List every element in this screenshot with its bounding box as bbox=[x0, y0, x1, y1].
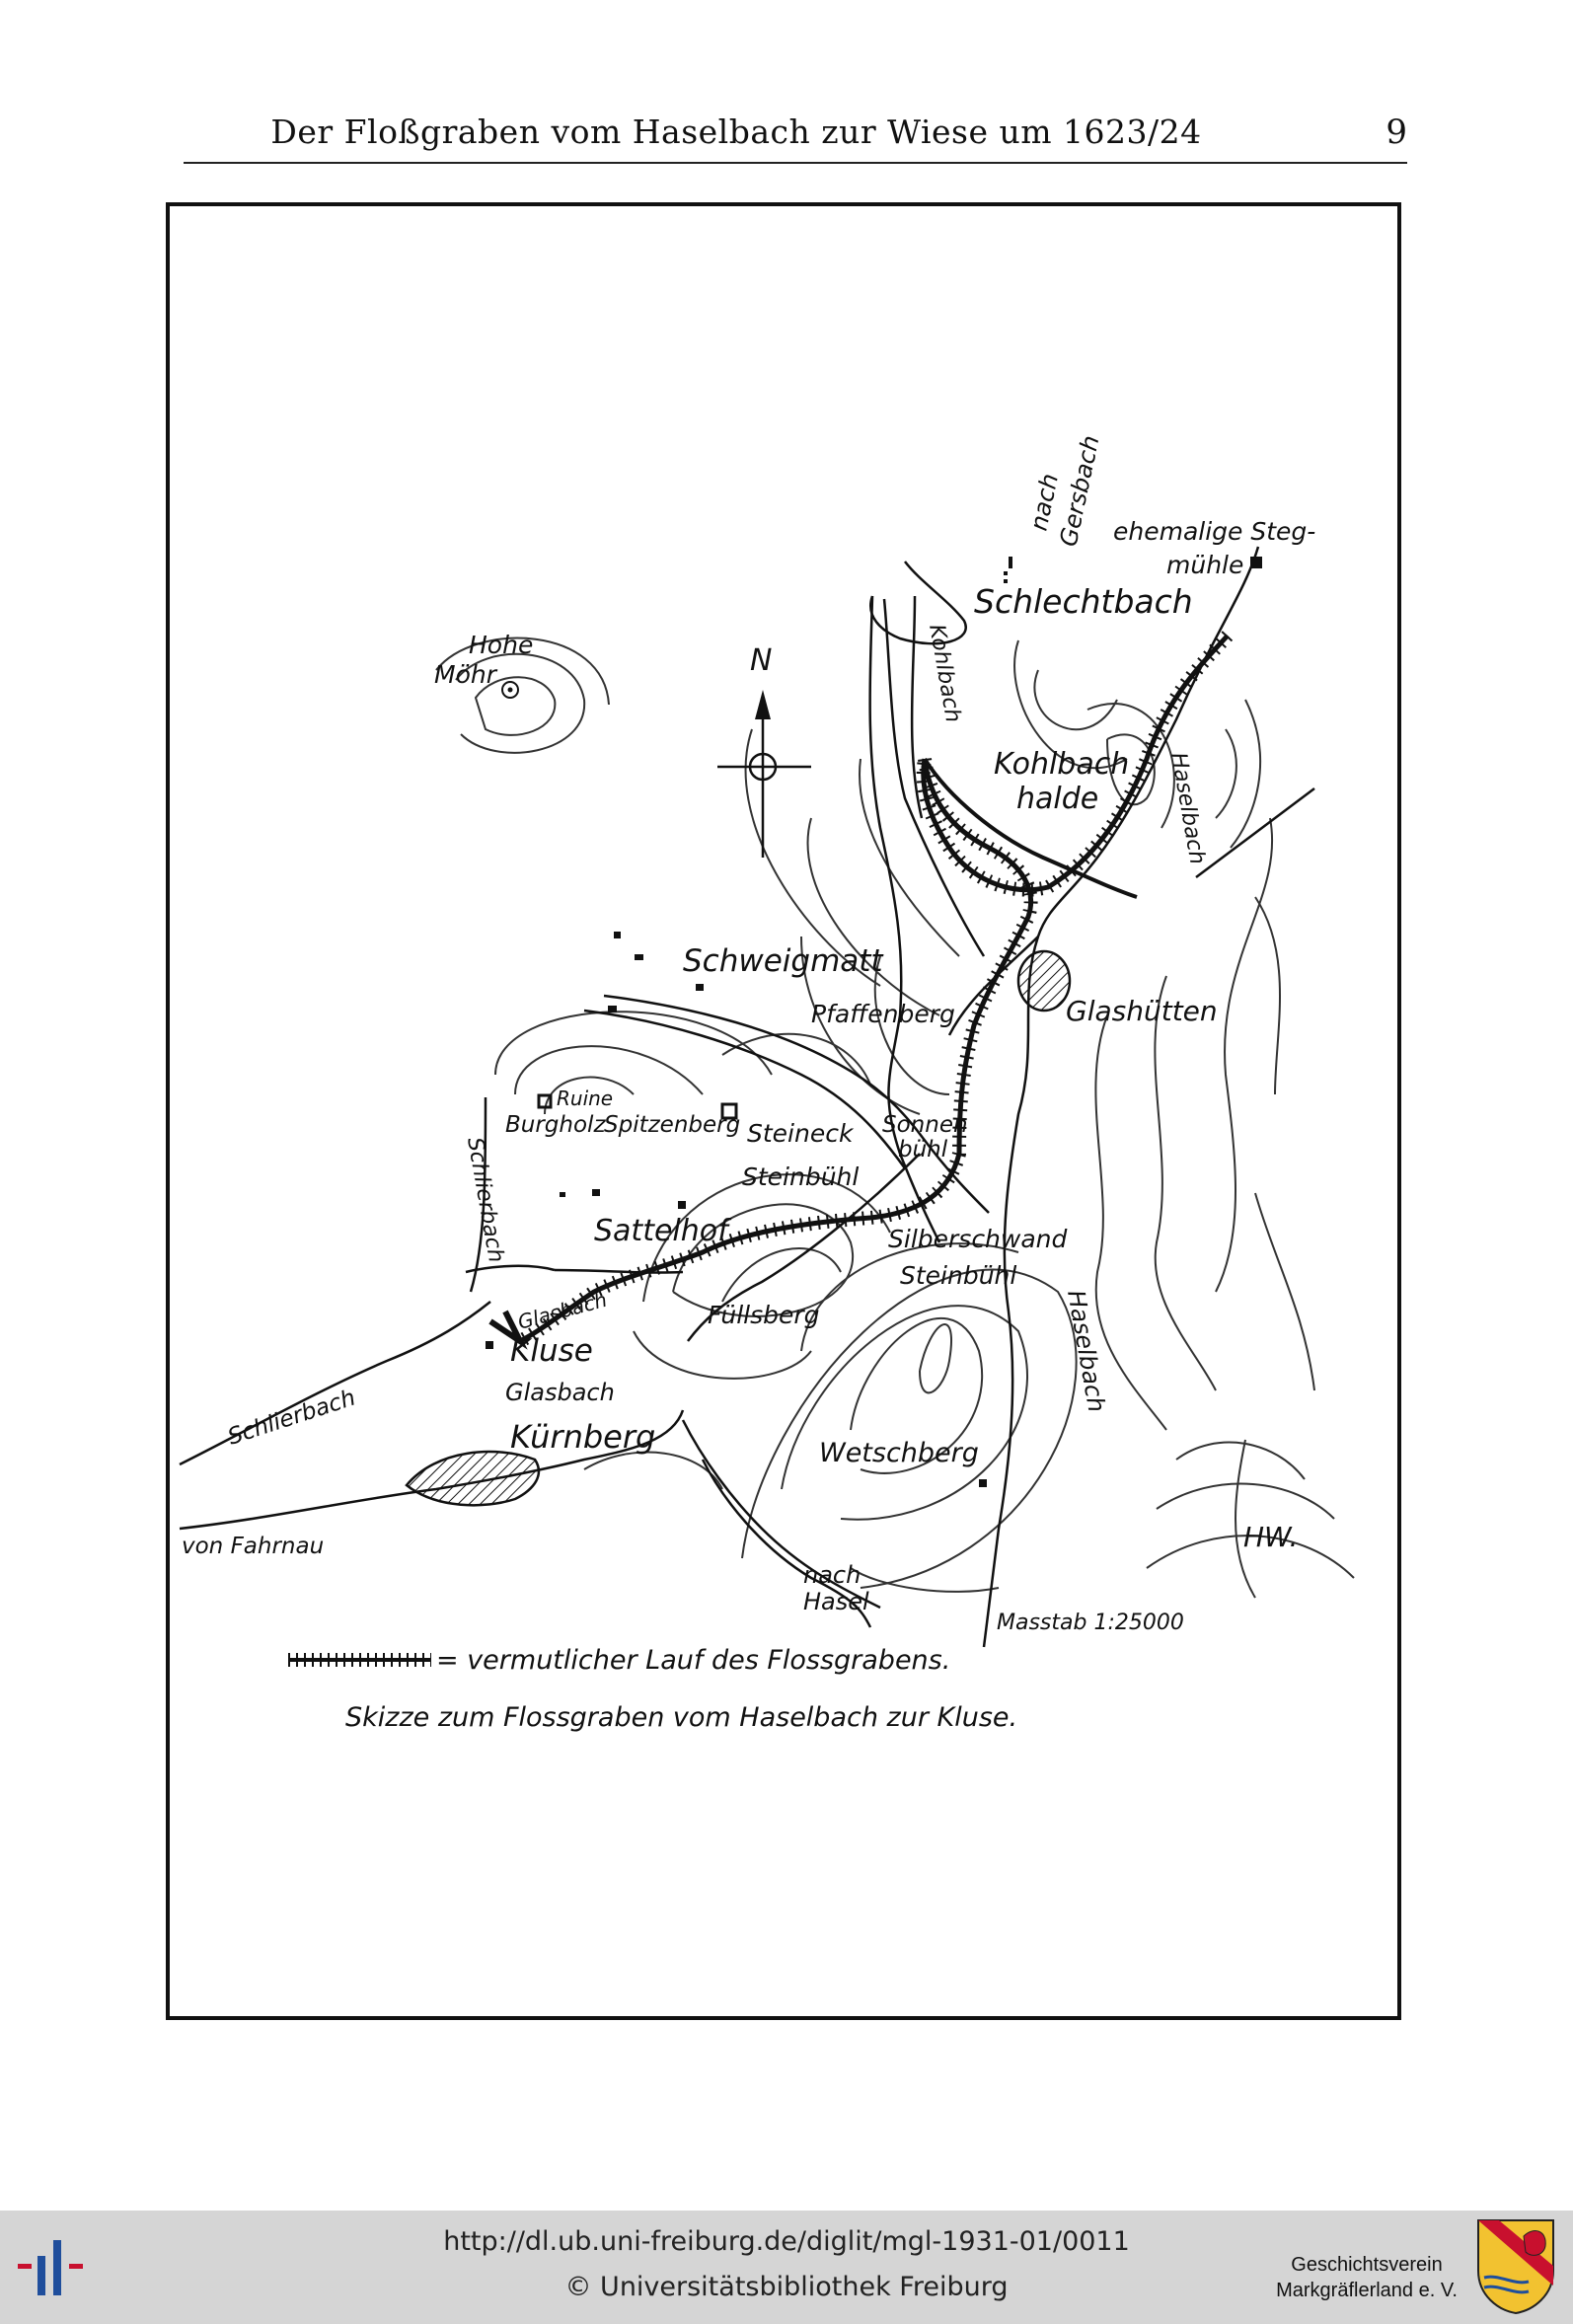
ub-freiburg-logo-icon bbox=[18, 2240, 83, 2295]
label-nach-hasel-2: Hasel bbox=[803, 1588, 869, 1615]
label-moehr: Möhr bbox=[434, 660, 498, 689]
label-kluse: Kluse bbox=[510, 1333, 593, 1369]
label-wetschberg: Wetschberg bbox=[819, 1438, 979, 1468]
hatched-settlements bbox=[405, 949, 1072, 1507]
page-header: Der Floßgraben vom Haselbach zur Wiese u… bbox=[184, 111, 1407, 164]
label-steinbuehl-1: Steinbühl bbox=[742, 1162, 859, 1191]
label-nach-gersbach-2: Gersbach bbox=[1054, 433, 1104, 549]
north-arrow-label: N bbox=[750, 643, 772, 678]
streams-and-roads bbox=[179, 546, 1315, 1648]
label-haselbach-top: Haselbach bbox=[1165, 751, 1210, 866]
coat-of-arms-icon bbox=[1477, 2219, 1554, 2315]
summit-marker bbox=[501, 681, 519, 699]
label-glasbach-2: Glasbach bbox=[505, 1379, 615, 1406]
label-stegmuehle-2: mühle bbox=[1166, 551, 1243, 579]
label-steineck: Steineck bbox=[747, 1119, 855, 1148]
label-hohe: Hohe bbox=[469, 631, 533, 659]
label-pfaffenberg: Pfaffenberg bbox=[811, 1000, 955, 1028]
label-sonnen: Sonnen bbox=[882, 1112, 968, 1138]
map-sketch: N nach Gersbach ehemalige Steg- mühle Sc… bbox=[179, 433, 1355, 1733]
label-schlierbach-vertical: Schlierbach bbox=[462, 1136, 508, 1265]
society-line-2: Markgräflerland e. V. bbox=[1276, 2280, 1458, 2301]
label-von-fahrnau: von Fahrnau bbox=[182, 1534, 324, 1559]
page-number: 9 bbox=[1386, 112, 1407, 152]
building-markers bbox=[486, 557, 1262, 1487]
society-line-1: Geschichtsverein bbox=[1291, 2254, 1443, 2276]
label-scale: Masstab 1:25000 bbox=[997, 1611, 1184, 1635]
label-glashuetten: Glashütten bbox=[1066, 995, 1218, 1027]
map-caption: Skizze zum Flossgraben vom Haselbach zur… bbox=[345, 1702, 1017, 1733]
label-nach-hasel-1: nach bbox=[803, 1561, 861, 1589]
footer-copyright: © Universitätsbibliothek Freiburg bbox=[564, 2272, 1009, 2302]
footer-url[interactable]: http://dl.ub.uni-freiburg.de/diglit/mgl-… bbox=[443, 2226, 1130, 2257]
label-haselbach-right: Haselbach bbox=[1062, 1288, 1110, 1414]
label-buehl: bühl bbox=[898, 1137, 948, 1162]
label-spitzenberg: Spitzenberg bbox=[604, 1112, 740, 1138]
label-author-initials: HW. bbox=[1243, 1521, 1298, 1553]
label-kohlbachhalde-2: halde bbox=[1016, 782, 1098, 816]
label-glasbach-1: Glasbach bbox=[515, 1288, 609, 1334]
label-burgholz: Burgholz bbox=[505, 1112, 606, 1138]
flossgraben-course bbox=[488, 631, 1234, 1350]
map-labels: nach Gersbach ehemalige Steg- mühle Schl… bbox=[182, 433, 1315, 1635]
label-ruine: Ruine bbox=[557, 1087, 613, 1110]
label-stegmuehle-1: ehemalige Steg- bbox=[1113, 517, 1315, 546]
label-schlechtbach: Schlechtbach bbox=[974, 582, 1193, 621]
label-kohlbachhalde-1: Kohlbach bbox=[994, 747, 1129, 782]
contour-lines bbox=[435, 637, 1355, 1599]
label-steinbuehl-2: Steinbühl bbox=[900, 1261, 1016, 1290]
north-arrow: N bbox=[717, 643, 811, 858]
label-sattelhof: Sattelhof bbox=[594, 1214, 732, 1248]
map-frame: N nach Gersbach ehemalige Steg- mühle Sc… bbox=[166, 202, 1401, 2020]
map-legend: = vermutlicher Lauf des Flossgrabens. bbox=[288, 1645, 950, 1676]
label-fuellsberg: Füllsberg bbox=[708, 1301, 820, 1329]
label-schlierbach-bottom: Schlierbach bbox=[225, 1386, 359, 1451]
running-title: Der Floßgraben vom Haselbach zur Wiese u… bbox=[270, 112, 1202, 151]
footer-bar: http://dl.ub.uni-freiburg.de/diglit/mgl-… bbox=[0, 2211, 1573, 2324]
legend-text: = vermutlicher Lauf des Flossgrabens. bbox=[436, 1645, 950, 1676]
label-schweigmatt: Schweigmatt bbox=[683, 943, 884, 979]
label-kuernberg: Kürnberg bbox=[510, 1418, 655, 1456]
label-silberschwand: Silberschwand bbox=[888, 1225, 1068, 1253]
society-name: Geschichtsverein Markgräflerland e. V. bbox=[1253, 2252, 1480, 2303]
